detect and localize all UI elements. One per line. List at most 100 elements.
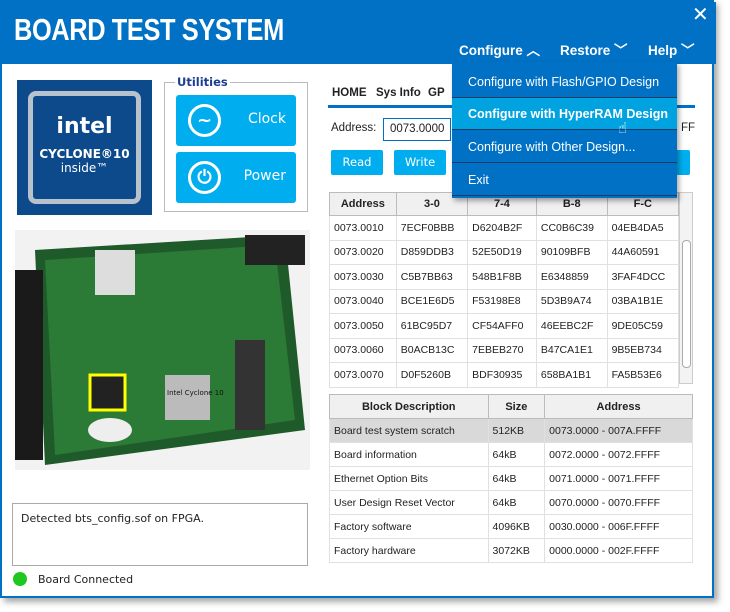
table-cell: 0030.0000 - 006F.FFFF — [544, 514, 693, 539]
table-cell: 512KB — [487, 418, 546, 443]
address-input[interactable]: 0073.0000 — [383, 118, 451, 141]
menu-item-hyperram[interactable]: Configure with HyperRAM Design — [452, 98, 677, 130]
table-cell: 64kB — [487, 466, 546, 491]
table-cell: 03BA1B1E — [606, 288, 680, 314]
status-text: Board Connected — [38, 573, 134, 586]
power-button[interactable]: ⏻ Power — [176, 152, 296, 203]
menu-configure[interactable]: Configure ︿ — [459, 39, 540, 59]
table-cell: 0072.0000 - 0072.FFFF — [544, 442, 693, 467]
table-cell: 0070.0000 - 0070.FFFF — [544, 490, 693, 515]
table-cell: 0000.0000 - 002F.FFFF — [544, 538, 693, 563]
table-cell: FA5B53E6 — [606, 362, 680, 388]
menu-restore[interactable]: Restore ﹀ — [560, 39, 628, 59]
clock-button[interactable]: ~ Clock — [176, 95, 296, 146]
table-cell: CF54AFF0 — [467, 313, 537, 339]
table-cell: 0073.0050 — [329, 313, 397, 339]
table-cell: 658BA1B1 — [535, 362, 608, 388]
power-plug-icon: ⏻ — [188, 161, 221, 194]
table-cell: 0073.0030 — [329, 264, 397, 290]
status-indicator-icon — [13, 572, 27, 586]
column-header: Size — [487, 394, 546, 419]
chevron-down-icon: ﹀ — [614, 43, 628, 58]
menu-item-flash-gpio[interactable]: Configure with Flash/GPIO Design — [452, 66, 677, 98]
table-cell: Board test system scratch — [329, 418, 489, 443]
tab-home[interactable]: HOME — [332, 87, 367, 99]
tab-sys-info[interactable]: Sys Info — [376, 87, 421, 99]
table-cell: Factory software — [329, 514, 489, 539]
table-cell: BCE1E6D5 — [395, 288, 469, 314]
menu-item-other-design[interactable]: Configure with Other Design... — [452, 131, 677, 163]
menu-help[interactable]: Help ﹀ — [648, 39, 695, 59]
logo-tag: inside™ — [60, 161, 109, 175]
table-cell: 3FAF4DCC — [606, 264, 680, 290]
table-cell: 04EB4DA5 — [606, 215, 680, 241]
configure-dropdown: Configure with Flash/GPIO Design Configu… — [452, 62, 677, 198]
table-cell: D0F5260B — [395, 362, 469, 388]
chevron-up-icon: ︿ — [526, 43, 541, 58]
message-box: Detected bts_config.sof on FPGA. — [12, 503, 308, 566]
table-cell: 9DE05C59 — [606, 313, 680, 339]
table-cell: D859DDB3 — [395, 239, 469, 265]
table-cell: 0073.0070 — [329, 362, 397, 388]
table-cell: 7EBEB270 — [467, 337, 537, 363]
menu-label: Restore — [560, 43, 611, 58]
read-button[interactable]: Read — [331, 150, 383, 175]
clock-label: Clock — [247, 111, 286, 127]
chip-label: Intel Cyclone 10 — [167, 389, 224, 397]
table-cell: 3072KB — [487, 538, 546, 563]
menu-item-exit[interactable]: Exit — [452, 164, 677, 196]
table-cell: 52E50D19 — [467, 239, 537, 265]
board-image: Intel Cyclone 10 — [15, 230, 310, 470]
logo-product: CYCLONE®10 — [39, 147, 130, 161]
table-cell: 0073.0010 — [329, 215, 397, 241]
column-header: Address — [329, 192, 397, 216]
table-cell: 44A60591 — [606, 239, 680, 265]
table-cell: F53198E8 — [467, 288, 537, 314]
table-cell: CC0B6C39 — [535, 215, 608, 241]
table-cell: 548B1F8B — [467, 264, 537, 290]
table-cell: BDF30935 — [467, 362, 537, 388]
close-icon[interactable]: ✕ — [692, 2, 709, 26]
clock-wave-icon: ~ — [188, 104, 221, 137]
column-header: 3-0 — [395, 192, 469, 216]
write-button[interactable]: Write — [394, 150, 446, 175]
power-label: Power — [243, 168, 286, 184]
table-cell: 0073.0060 — [329, 337, 397, 363]
address-suffix: FF — [681, 122, 696, 134]
menu-label: Help — [648, 43, 678, 58]
table-cell: 4096KB — [487, 514, 546, 539]
app-title: BOARD TEST SYSTEM — [14, 12, 284, 47]
table-cell: 46EEBC2F — [535, 313, 608, 339]
tab-gpio[interactable]: GP — [428, 87, 445, 99]
table-cell: 0073.0040 — [329, 288, 397, 314]
table-cell: 90109BFB — [535, 239, 608, 265]
table-cell: D6204B2F — [467, 215, 537, 241]
menu-label: Configure — [459, 43, 523, 58]
scrollbar-thumb[interactable] — [682, 240, 691, 368]
title-bar — [2, 2, 716, 64]
table-cell: 9B5EB734 — [606, 337, 680, 363]
chevron-down-icon: ﹀ — [681, 43, 695, 58]
table-cell: B47CA1E1 — [535, 337, 608, 363]
table-cell: 0073.0020 — [329, 239, 397, 265]
logo-brand: intel — [56, 114, 113, 139]
column-header: Address — [544, 394, 693, 419]
column-header: Block Description — [329, 394, 489, 419]
table-cell: 64kB — [487, 490, 546, 515]
